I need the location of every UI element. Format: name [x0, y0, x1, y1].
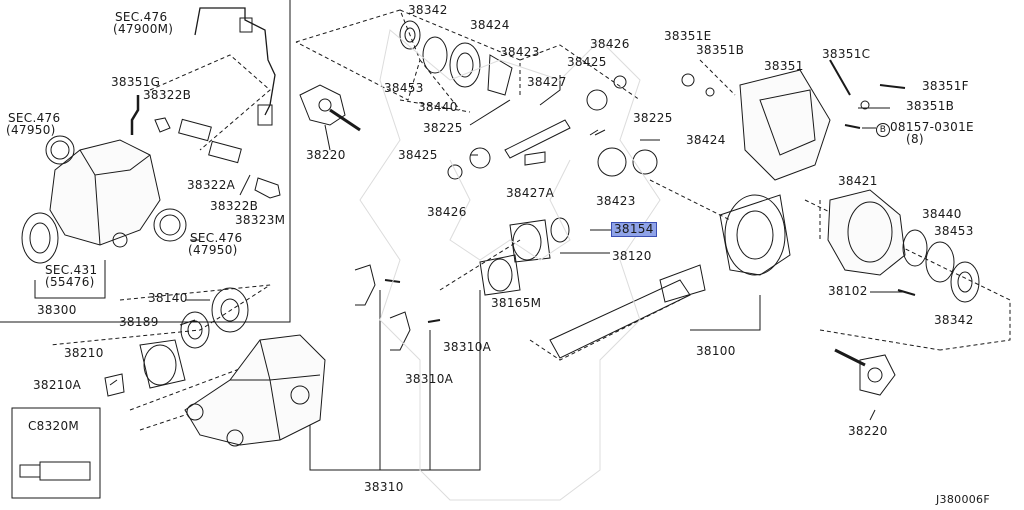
hose-icon — [178, 118, 212, 142]
part-label-38440-right[interactable]: 38440 — [922, 207, 962, 221]
watermark-logo — [359, 29, 661, 501]
part-label-38453[interactable]: 38453 — [384, 81, 424, 95]
part-label-38424-right[interactable]: 38424 — [686, 133, 726, 147]
part-label-38424[interactable]: 38424 — [470, 18, 510, 32]
sec-476-top-sub: (47900M) — [113, 22, 174, 36]
part-label-38440[interactable]: 38440 — [418, 100, 458, 114]
gear-carrier-icon — [184, 334, 326, 447]
part-label-38322b[interactable]: 38322B — [143, 88, 192, 102]
part-label-38342-right[interactable]: 38342 — [934, 313, 974, 327]
tool-label-c8320m[interactable]: C8320M — [28, 419, 80, 433]
part-label-38425[interactable]: 38425 — [567, 55, 607, 69]
part-label-38425-mid[interactable]: 38425 — [398, 148, 438, 162]
tool-box-outline — [11, 407, 101, 499]
part-label-38423[interactable]: 38423 — [500, 45, 540, 59]
part-label-08157-qty: (8) — [906, 132, 924, 146]
sec-476-mid-label[interactable]: SEC.476 — [190, 231, 243, 245]
part-label-38220[interactable]: 38220 — [306, 148, 346, 162]
part-label-38342[interactable]: 38342 — [408, 3, 448, 17]
part-label-38351f[interactable]: 38351F — [922, 79, 969, 93]
part-label-38426[interactable]: 38426 — [590, 37, 630, 51]
sec-476-left-label[interactable]: SEC.476 — [8, 111, 61, 125]
part-label-38310[interactable]: 38310 — [364, 480, 404, 494]
sec-476-mid-sub: (47950) — [188, 243, 238, 257]
part-label-38210[interactable]: 38210 — [64, 346, 104, 360]
sec-431-label[interactable]: SEC.431 — [45, 263, 98, 277]
part-label-38300[interactable]: 38300 — [37, 303, 77, 317]
pinion-mate-gears-icon — [447, 75, 658, 180]
part-label-38426-mid[interactable]: 38426 — [427, 205, 467, 219]
diff-assembly-icon — [21, 135, 187, 264]
part-label-38427[interactable]: 38427 — [527, 75, 567, 89]
clip-icon — [154, 117, 171, 133]
pinion-bearing-lower-icon — [104, 287, 249, 397]
part-label-38351c[interactable]: 38351C — [822, 47, 871, 61]
part-label-38100[interactable]: 38100 — [696, 344, 736, 358]
tool-icon — [19, 461, 91, 481]
part-label-38210a[interactable]: 38210A — [33, 378, 82, 392]
part-label-38427a[interactable]: 38427A — [506, 186, 555, 200]
sensor-icon — [254, 177, 281, 199]
harness-connector-icon — [257, 104, 273, 126]
part-label-38351g[interactable]: 38351G — [111, 75, 161, 89]
part-label-38310a-bottom[interactable]: 38310A — [405, 372, 454, 386]
rear-cover-icon — [681, 59, 906, 181]
companion-flange-icon — [299, 84, 361, 132]
part-label-38102[interactable]: 38102 — [828, 284, 868, 298]
part-label-08157-number: 08157-0301E — [890, 120, 974, 134]
part-label-38154-selected[interactable]: 38154 — [611, 222, 657, 237]
hose-icon-2 — [208, 140, 242, 164]
part-label-38322b-mid[interactable]: 38322B — [210, 199, 259, 213]
harness-clip-icon — [239, 17, 253, 33]
part-label-38323m[interactable]: 38323M — [235, 213, 286, 227]
part-label-38351[interactable]: 38351 — [764, 59, 804, 73]
part-label-38351b[interactable]: 38351B — [696, 43, 745, 57]
diff-case-icon — [827, 189, 980, 303]
part-label-38453-right[interactable]: 38453 — [934, 224, 974, 238]
breather-tube-icon — [130, 95, 140, 135]
sec-476-left-sub: (47950) — [6, 123, 56, 137]
part-label-38322a[interactable]: 38322A — [187, 178, 236, 192]
sec-431-sub: (55476) — [45, 275, 95, 289]
inset-box-outline — [0, 0, 291, 323]
part-label-38189[interactable]: 38189 — [119, 315, 159, 329]
part-label-38165m[interactable]: 38165M — [491, 296, 542, 310]
part-label-38310a-top[interactable]: 38310A — [443, 340, 492, 354]
companion-flange-right-icon — [834, 348, 896, 396]
part-label-38220-right[interactable]: 38220 — [848, 424, 888, 438]
ring-gear-pinion-icon — [549, 194, 791, 359]
part-label-38120[interactable]: 38120 — [612, 249, 652, 263]
diagram-code: J380006F — [936, 493, 990, 506]
part-label-38423-mid[interactable]: 38423 — [596, 194, 636, 208]
part-label-38140[interactable]: 38140 — [148, 291, 188, 305]
sec-476-top-label[interactable]: SEC.476 — [115, 10, 168, 24]
part-label-38225[interactable]: 38225 — [423, 121, 463, 135]
pinion-bearing-icon — [479, 217, 570, 296]
part-label-38225-right[interactable]: 38225 — [633, 111, 673, 125]
bolt-b-symbol-icon: B — [876, 123, 890, 137]
part-label-38421[interactable]: 38421 — [838, 174, 878, 188]
part-label-38351b-mid[interactable]: 38351B — [906, 99, 955, 113]
part-label-38351e[interactable]: 38351E — [664, 29, 712, 43]
sensor-harness — [194, 7, 276, 116]
side-bearing-stack-icon — [399, 20, 513, 96]
